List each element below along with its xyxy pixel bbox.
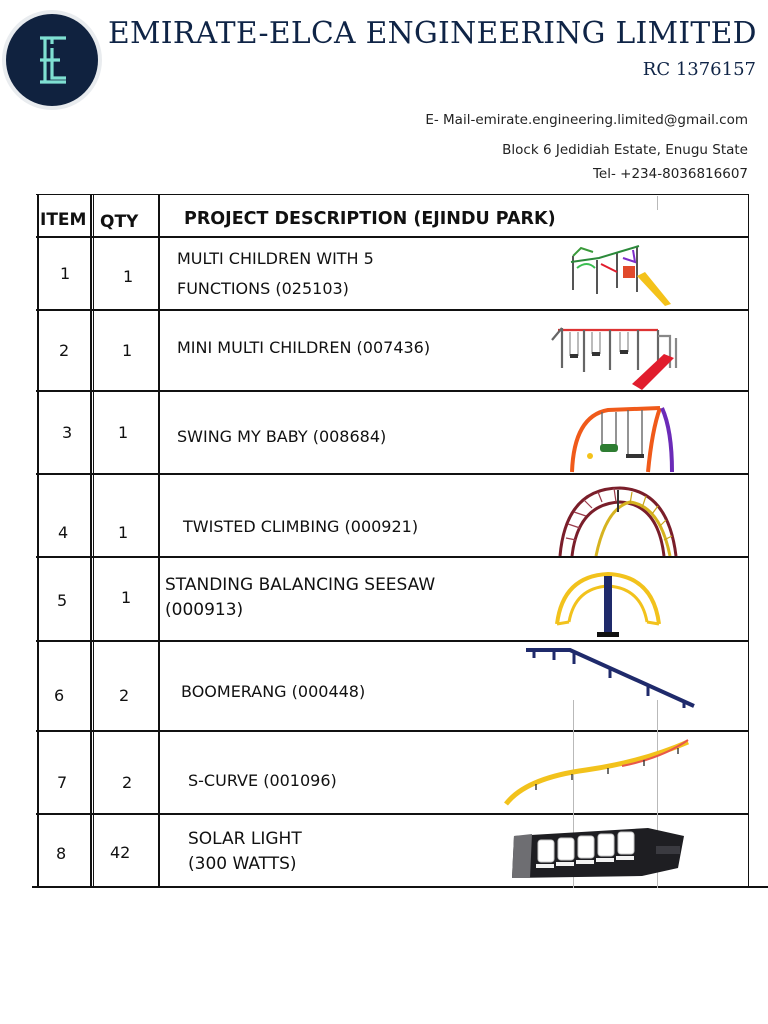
row-4-item: 4	[58, 523, 69, 542]
row-5-description-line-1: STANDING BALANCING SEESAW	[165, 575, 436, 595]
table-gridline	[573, 700, 574, 888]
twisted-climbing-arch-image	[558, 486, 678, 556]
row-8-item: 8	[56, 844, 67, 863]
row-8-qty: 42	[110, 843, 131, 862]
table-border	[93, 194, 94, 888]
contact-email: E- Mail-emirate.engineering.limited@gmai…	[425, 112, 748, 128]
row-3-qty: 1	[118, 423, 129, 442]
mini-multi-children-playground-image	[551, 327, 678, 390]
table-gridline	[657, 196, 658, 210]
row-3-item: 3	[62, 423, 73, 442]
row-7-description-line-1: S-CURVE (001096)	[188, 771, 337, 790]
table-gridline	[657, 700, 658, 888]
header-item: ITEM	[40, 210, 87, 230]
table-rule	[36, 309, 748, 311]
row-4-description-line-1: TWISTED CLIMBING (000921)	[183, 517, 419, 536]
row-2-description-line-1: MINI MULTI CHILDREN (007436)	[177, 338, 431, 357]
row-4-qty: 1	[118, 523, 129, 542]
balancing-seesaw-image	[555, 571, 661, 637]
row-8-description-line-2: (300 WATTS)	[188, 854, 297, 874]
table-rule	[36, 194, 748, 195]
row-2-item: 2	[59, 341, 70, 360]
row-1-description-line-2: FUNCTIONS (025103)	[177, 279, 349, 298]
table-rule	[36, 730, 748, 732]
row-6-description-line-1: BOOMERANG (000448)	[181, 682, 366, 701]
table-border	[90, 194, 92, 888]
contact-tel: Tel- +234-8036816607	[592, 166, 748, 182]
row-6-item: 6	[54, 686, 65, 705]
swing-set-image	[570, 406, 674, 473]
table-rule	[36, 556, 748, 558]
table-border	[748, 194, 749, 888]
table-rule	[36, 236, 748, 238]
table-rule	[36, 390, 748, 392]
row-8-description-line-1: SOLAR LIGHT	[188, 829, 302, 849]
row-5-description-line-2: (000913)	[165, 600, 244, 620]
table-rule	[36, 813, 748, 815]
multi-children-playground-image	[570, 245, 671, 306]
header-description: PROJECT DESCRIPTION (EJINDU PARK)	[184, 209, 556, 229]
row-2-qty: 1	[122, 341, 133, 360]
row-1-qty: 1	[123, 267, 134, 286]
s-curve-beam-image	[504, 739, 689, 806]
rc-number: RC 1376157	[642, 59, 756, 80]
row-5-qty: 1	[121, 588, 132, 607]
boomerang-bar-image	[526, 648, 695, 708]
row-7-qty: 2	[122, 773, 133, 792]
table-border	[158, 194, 160, 888]
row-1-item: 1	[60, 264, 71, 283]
table-rule	[36, 473, 748, 475]
row-5-item: 5	[57, 591, 68, 610]
table-rule	[36, 640, 748, 642]
row-6-qty: 2	[119, 686, 130, 705]
solar-street-light-image	[512, 828, 684, 878]
contact-address: Block 6 Jedidiah Estate, Enugu State	[502, 142, 748, 158]
row-3-description-line-1: SWING MY BABY (008684)	[177, 427, 387, 446]
header-qty: QTY	[100, 212, 139, 232]
row-1-description-line-1: MULTI CHILDREN WITH 5	[177, 249, 374, 268]
table-rule	[32, 886, 768, 888]
company-name: EMIRATE-ELCA ENGINEERING LIMITED	[108, 16, 757, 51]
company-logo	[2, 10, 102, 110]
table-border	[37, 194, 39, 888]
row-7-item: 7	[57, 773, 68, 792]
